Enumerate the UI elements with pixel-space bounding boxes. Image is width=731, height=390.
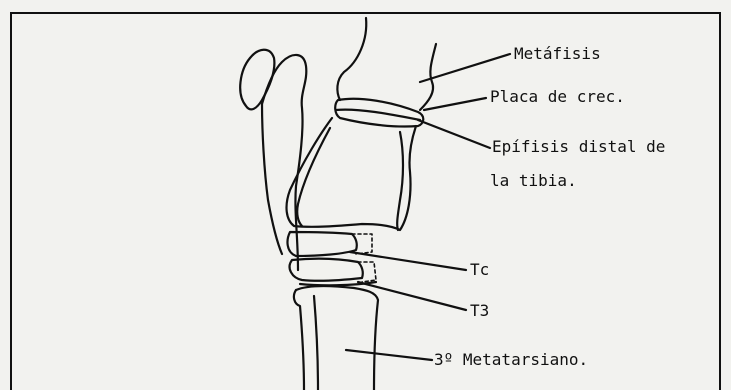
small-bone-outline (240, 50, 274, 110)
label-epifisis-line-2: la tibia. (490, 173, 577, 189)
calcaneal-bone-outline (262, 55, 306, 270)
leader-line-tc (350, 252, 466, 270)
leader-line-t3 (358, 282, 466, 310)
label-metatarsiano: 3º Metatarsiano. (434, 352, 588, 368)
label-epifisis-line-1: Epífisis distal de (492, 139, 665, 155)
leader-line-epifisis (418, 120, 490, 148)
third-tarsal-outline (290, 259, 363, 281)
growth-plate-inner (336, 110, 420, 120)
epiphysis-inner-right (397, 132, 403, 230)
calcaneal-bone-lower (262, 104, 282, 254)
leader-line-placa (424, 98, 486, 110)
label-tc: Tc (470, 262, 489, 278)
metatarsal-outline (294, 290, 304, 390)
label-t3: T3 (470, 303, 489, 319)
tibia-shaft-left (337, 18, 366, 100)
leader-line-metatarsiano (346, 350, 432, 360)
label-placa-de-crecimiento: Placa de crec. (490, 89, 625, 105)
epiphysis-outline (287, 118, 416, 230)
metatarsal-top (296, 286, 378, 390)
label-metafisis: Metáfisis (514, 46, 601, 62)
metatarsal-inner (314, 296, 318, 390)
